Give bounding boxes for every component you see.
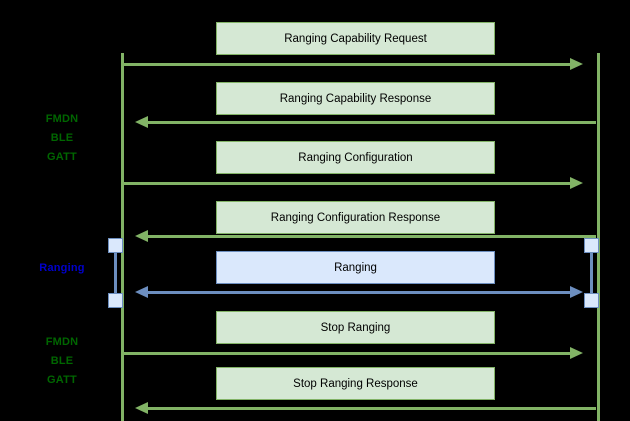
message-box-stop-ranging-response[interactable]: Stop Ranging Response	[216, 367, 495, 400]
message-arrow-head-ranging-capability-request	[570, 58, 583, 70]
message-box-stop-ranging[interactable]: Stop Ranging	[216, 311, 495, 344]
message-arrow-head-ranging-left	[135, 286, 148, 298]
lifeline-right	[597, 53, 600, 421]
phase-label-ranging: Ranging	[39, 262, 85, 274]
message-arrow-line-ranging	[148, 291, 574, 294]
phase-label-fmdn-ble-gatt-bottom: FMDN BLE GATT	[45, 336, 79, 386]
message-arrow-head-stop-ranging	[570, 347, 583, 359]
activation-bar-left	[114, 245, 117, 300]
message-arrow-line-stop-ranging	[124, 352, 574, 355]
activation-box-right-end	[584, 293, 599, 308]
message-box-ranging-configuration-response[interactable]: Ranging Configuration Response	[216, 201, 495, 234]
message-arrow-line-ranging-capability-request	[124, 63, 574, 66]
message-box-ranging-capability-response[interactable]: Ranging Capability Response	[216, 82, 495, 115]
activation-bar-right	[590, 245, 593, 300]
message-arrow-line-ranging-configuration	[124, 182, 574, 185]
message-box-ranging-configuration[interactable]: Ranging Configuration	[216, 141, 495, 174]
message-arrow-head-ranging-capability-response	[135, 116, 148, 128]
message-arrow-line-ranging-configuration-response	[148, 235, 596, 238]
lifeline-left	[121, 53, 124, 421]
message-arrow-head-ranging-configuration-response	[135, 230, 148, 242]
activation-box-left-end	[108, 293, 123, 308]
message-arrow-head-ranging-configuration	[570, 177, 583, 189]
activation-box-right-start	[584, 238, 599, 253]
message-arrow-head-ranging-right	[570, 286, 583, 298]
activation-box-left-start	[108, 238, 123, 253]
phase-label-fmdn-ble-gatt-top: FMDN BLE GATT	[45, 113, 79, 163]
message-arrow-line-ranging-capability-response	[148, 121, 596, 124]
message-box-ranging-capability-request[interactable]: Ranging Capability Request	[216, 22, 495, 55]
message-arrow-head-stop-ranging-response	[135, 402, 148, 414]
message-box-ranging[interactable]: Ranging	[216, 251, 495, 284]
message-arrow-line-stop-ranging-response	[148, 407, 596, 410]
